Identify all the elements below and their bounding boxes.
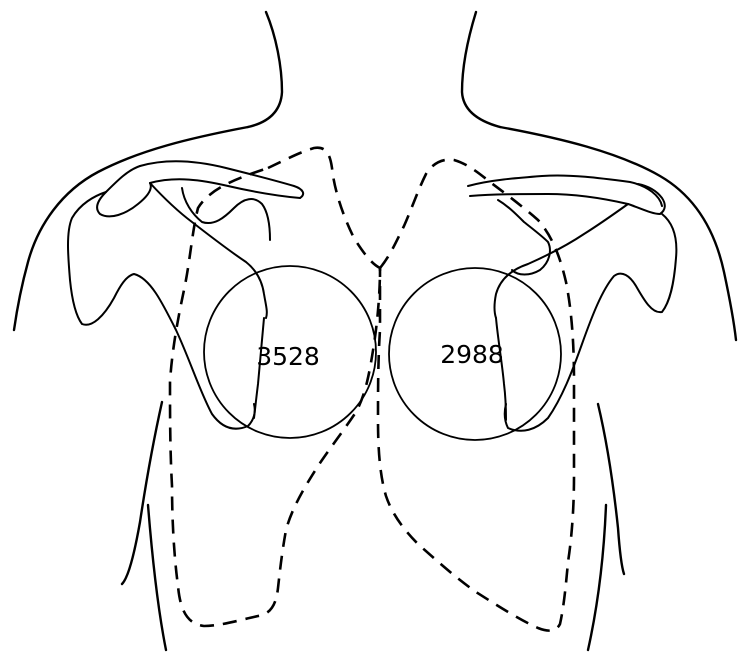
scapula-body-outline <box>505 214 677 431</box>
scapula-body-outline <box>68 192 255 429</box>
right-shoulder-count-label: 3528 <box>256 342 320 371</box>
neck-left-contour <box>248 12 282 127</box>
left-torso-contour <box>148 505 166 650</box>
left-lung-dashed-outline <box>378 160 574 631</box>
medial-border-outline <box>496 318 506 420</box>
scapula-right-side-of-body <box>68 161 303 428</box>
clavicle-upper-edge <box>468 175 662 206</box>
neck-right-contour <box>462 12 500 127</box>
left-arm-inner-contour <box>122 402 162 584</box>
acromion-outline <box>97 166 151 216</box>
clavicle-lower-edge <box>470 194 628 204</box>
right-torso-contour <box>588 505 606 650</box>
right-shoulder-count-region: 3528 <box>204 266 376 438</box>
scapula-left-side-of-body <box>468 175 676 430</box>
right-lung-dashed-outline <box>170 148 380 626</box>
coracoid-outline <box>182 188 270 240</box>
left-shoulder-count-region: 2988 <box>389 268 561 440</box>
lung-outlines <box>170 148 574 631</box>
scapular-spine-outline <box>150 183 267 318</box>
left-shoulder-count-label: 2988 <box>440 340 504 369</box>
coracoid-outline <box>498 200 550 275</box>
left-shoulder-contour <box>14 127 248 330</box>
right-arm-inner-contour <box>598 404 624 574</box>
right-shoulder-contour <box>500 127 736 340</box>
